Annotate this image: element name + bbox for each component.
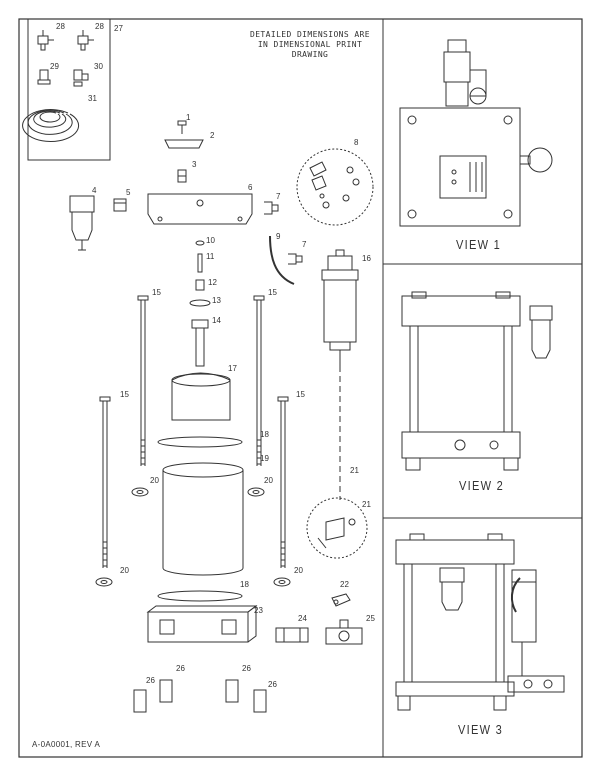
callout-28: 28 [95,22,104,31]
part-6-top-block [147,193,253,225]
part-21-bracket [306,366,368,559]
callout-24: 24 [298,614,307,623]
callout-2: 2 [210,131,215,140]
callout-15: 15 [268,288,277,297]
callout-9: 9 [276,232,281,241]
part-30-elbow [73,69,89,87]
part-16-air-cylinder [321,249,359,366]
part-1-screw [177,120,187,134]
part-9-tube [269,235,295,285]
view-1-label: VIEW 1 [456,237,502,252]
callout-20: 20 [264,476,273,485]
view-3-label: VIEW 3 [458,722,504,737]
callout-15: 15 [296,390,305,399]
view-2-label: VIEW 2 [459,478,505,493]
part-4-guard [69,195,95,251]
part-22-link [331,593,351,607]
view-2-drawing [401,291,553,471]
inset-box [27,18,111,161]
callout-28: 28 [56,22,65,31]
dimensions-note-line3: DRAWING [291,50,329,59]
callout-29: 29 [50,62,59,71]
part-26-feet [133,679,267,713]
callout-7: 7 [302,240,307,249]
part-18-gaskets [157,436,243,602]
callout-20: 20 [120,566,129,575]
callout-22: 22 [340,580,349,589]
callout-26: 26 [268,680,277,689]
callout-20: 20 [150,476,159,485]
document-id: A-0A0001, REV A [32,740,101,749]
part-14-piston-rod [191,319,209,367]
callout-23: 23 [254,606,263,615]
callout-4: 4 [92,186,97,195]
part-11-pin [197,253,203,273]
part-15-tie-rods [99,295,289,568]
callout-31: 31 [88,94,97,103]
callout-21: 21 [350,466,359,475]
part-3-nipple [177,169,187,183]
callout-3: 3 [192,160,197,169]
callout-27: 27 [114,24,123,33]
callout-15: 15 [120,390,129,399]
part-5-fitting [113,198,127,212]
callout-26: 26 [176,664,185,673]
callout-14: 14 [212,316,221,325]
part-12-spacer [195,279,205,291]
callout-6: 6 [248,183,253,192]
view-3-drawing [395,533,565,711]
callout-8: 8 [354,138,359,147]
part-20-washers [95,487,291,587]
callout-15: 15 [152,288,161,297]
callout-10: 10 [206,236,215,245]
view-1-drawing [399,39,553,227]
callout-20: 20 [294,566,303,575]
callout-17: 17 [228,364,237,373]
callout-5: 5 [126,188,131,197]
callout-13: 13 [212,296,221,305]
callout-16: 16 [362,254,371,263]
part-23-base [146,605,258,643]
callout-11: 11 [206,252,215,261]
callout-12: 12 [208,278,217,287]
part-31-tubing-coil [22,109,80,143]
part-17-dome [171,372,231,421]
callout-21: 21 [362,500,371,509]
part-29-fitting [37,69,51,85]
drawing-border [18,18,583,758]
callout-19: 19 [260,454,269,463]
part-7-elbow [264,201,303,265]
callout-18: 18 [260,430,269,439]
callout-26: 26 [242,664,251,673]
part-28-fittings [37,30,94,51]
dimensions-note-line1: DETAILED DIMENSIONS ARE [250,30,370,39]
dimensions-note-line2: IN DIMENSIONAL PRINT [257,40,363,49]
part-8-valve-clips [296,148,374,226]
callout-30: 30 [94,62,103,71]
callout-7: 7 [276,192,281,201]
part-10-oring [195,240,205,246]
callout-26: 26 [146,676,155,685]
callout-18: 18 [240,580,249,589]
part-13-oring [189,299,211,307]
part-19-reservoir-cylinder [162,462,244,576]
dimensions-note: DETAILED DIMENSIONS ARE IN DIMENSIONAL P… [240,30,380,60]
callout-1: 1 [186,113,191,122]
part-25-ball-valve [325,619,363,645]
callout-25: 25 [366,614,375,623]
part-24-hex-nipple [275,627,309,643]
part-2-label-plate [164,139,204,149]
